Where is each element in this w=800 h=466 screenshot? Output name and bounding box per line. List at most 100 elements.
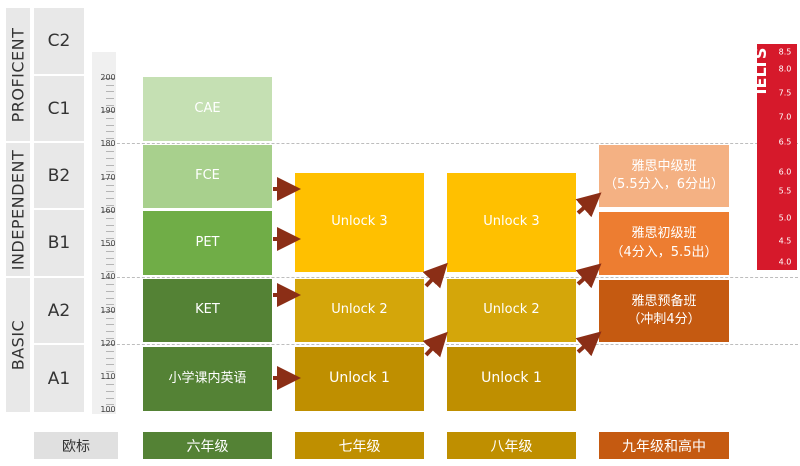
ruler-tick bbox=[106, 317, 114, 319]
ielts-score: 6.0 bbox=[778, 167, 792, 177]
ruler-tick bbox=[102, 78, 114, 79]
ielts-score: 8.0 bbox=[778, 64, 792, 74]
ruler-tick bbox=[106, 217, 114, 219]
scale-label: 110 bbox=[100, 372, 116, 382]
course-ielts-intermediate: 雅思中级班 （5.5分入，6分出） bbox=[599, 145, 729, 207]
ielts-score: 7.5 bbox=[778, 88, 792, 98]
ielts-scale-bar bbox=[757, 44, 797, 270]
ruler-tick bbox=[106, 224, 114, 226]
ruler-tick bbox=[106, 357, 114, 359]
ruler-tick bbox=[106, 104, 114, 106]
scale-label: 100 bbox=[100, 405, 116, 415]
ruler-tick bbox=[106, 384, 114, 386]
scale-label: 180 bbox=[100, 139, 116, 149]
course-g7-unlock-1: Unlock 1 bbox=[295, 347, 424, 411]
ruler-tick bbox=[102, 111, 114, 113]
ruler-tick bbox=[106, 171, 114, 173]
band-divider bbox=[92, 143, 798, 144]
ruler-tick bbox=[106, 397, 114, 399]
cefr-level-b2: B2 bbox=[34, 143, 84, 208]
ruler-tick bbox=[106, 291, 114, 293]
ruler-tick bbox=[106, 151, 114, 153]
cefr-level-c1: C1 bbox=[34, 76, 84, 141]
ielts-score: 8.5 bbox=[778, 47, 792, 57]
scale-label: 190 bbox=[100, 106, 116, 116]
ruler-tick bbox=[106, 237, 114, 239]
ruler-tick bbox=[102, 377, 114, 379]
ruler-tick bbox=[106, 164, 114, 166]
footer-grade8: 八年级 bbox=[447, 432, 576, 459]
course-subtitle: （5.5分入，6分出） bbox=[604, 177, 724, 192]
cefr-level-c2: C2 bbox=[34, 8, 84, 74]
course-ket: KET bbox=[143, 279, 272, 342]
cefr-level-a2: A2 bbox=[34, 278, 84, 343]
ruler-tick bbox=[106, 404, 114, 406]
course-g8-unlock-3: Unlock 3 bbox=[447, 173, 576, 272]
ruler-tick bbox=[106, 84, 114, 86]
course-primary-english: 小学课内英语 bbox=[143, 347, 272, 411]
ruler-tick bbox=[106, 251, 114, 253]
course-pet: PET bbox=[143, 211, 272, 275]
course-g8-unlock-1: Unlock 1 bbox=[447, 347, 576, 411]
ruler-tick bbox=[106, 371, 114, 373]
footer-grade6: 六年级 bbox=[143, 432, 272, 459]
course-subtitle: （4分入，5.5出） bbox=[610, 244, 718, 260]
ruler-tick bbox=[106, 351, 114, 353]
course-g7-unlock-3: Unlock 3 bbox=[295, 173, 424, 272]
course-title: 雅思初级班 bbox=[631, 226, 697, 242]
ruler-tick bbox=[106, 131, 114, 133]
ielts-score: 6.5 bbox=[778, 137, 792, 147]
group-independent: INDEPENDENT bbox=[6, 143, 30, 276]
ruler-tick bbox=[106, 304, 114, 306]
group-proficient: PROFICENT bbox=[6, 8, 30, 141]
arrow-g7-to-g8-lower bbox=[422, 331, 448, 358]
scale-label: 150 bbox=[100, 239, 116, 249]
course-g7-unlock-2: Unlock 2 bbox=[295, 279, 424, 342]
ielts-logo: IELTS bbox=[751, 47, 770, 95]
ielts-score: 7.0 bbox=[778, 112, 792, 122]
ruler-tick bbox=[106, 324, 114, 326]
ruler-tick bbox=[106, 197, 114, 199]
course-title: 雅思预备班 bbox=[631, 293, 697, 309]
scale-label: 160 bbox=[100, 206, 116, 216]
ruler-tick bbox=[102, 144, 114, 146]
footer-grade9: 九年级和高中 bbox=[599, 432, 729, 459]
ruler-tick bbox=[106, 184, 114, 186]
ielts-score: 4.5 bbox=[778, 236, 792, 246]
cefr-level-b1: B1 bbox=[34, 210, 84, 276]
group-label-basic: BASIC bbox=[8, 319, 28, 371]
ielts-score: 4.0 bbox=[778, 257, 792, 267]
scale-label: 120 bbox=[100, 339, 116, 349]
course-title: 雅思中级班 bbox=[631, 158, 697, 174]
course-cae: CAE bbox=[143, 77, 272, 141]
ruler-tick bbox=[106, 297, 114, 299]
score-ruler bbox=[92, 52, 116, 414]
ruler-tick bbox=[102, 211, 114, 213]
ruler-tick bbox=[106, 331, 114, 333]
arrow-g7-to-g8-upper bbox=[422, 262, 448, 289]
scale-label: 130 bbox=[100, 306, 116, 316]
group-label-independent: INDEPENDENT bbox=[8, 149, 28, 270]
ruler-tick bbox=[106, 337, 114, 339]
footer-grade7: 七年级 bbox=[295, 432, 424, 459]
ruler-tick bbox=[106, 97, 114, 99]
ruler-tick bbox=[102, 311, 114, 313]
course-ielts-foundation: 雅思预备班 （冲刺4分） bbox=[599, 280, 729, 342]
group-basic: BASIC bbox=[6, 278, 30, 412]
ruler-tick bbox=[106, 117, 114, 119]
ruler-tick bbox=[106, 157, 114, 159]
ruler-tick bbox=[106, 271, 114, 273]
ruler-tick bbox=[106, 204, 114, 206]
footer-cefr-label: 欧标 bbox=[34, 432, 118, 459]
ruler-tick bbox=[106, 391, 114, 393]
ruler-tick bbox=[102, 344, 114, 346]
arrow-g8-to-g9-upper bbox=[575, 192, 602, 218]
cefr-level-a1: A1 bbox=[34, 345, 84, 412]
ruler-tick bbox=[106, 91, 114, 93]
ruler-tick bbox=[106, 231, 114, 233]
course-fce: FCE bbox=[143, 145, 272, 208]
course-g8-unlock-2: Unlock 2 bbox=[447, 279, 576, 342]
ruler-tick bbox=[102, 177, 114, 179]
ruler-tick bbox=[106, 364, 114, 366]
course-ielts-elementary: 雅思初级班 （4分入，5.5出） bbox=[599, 212, 729, 275]
